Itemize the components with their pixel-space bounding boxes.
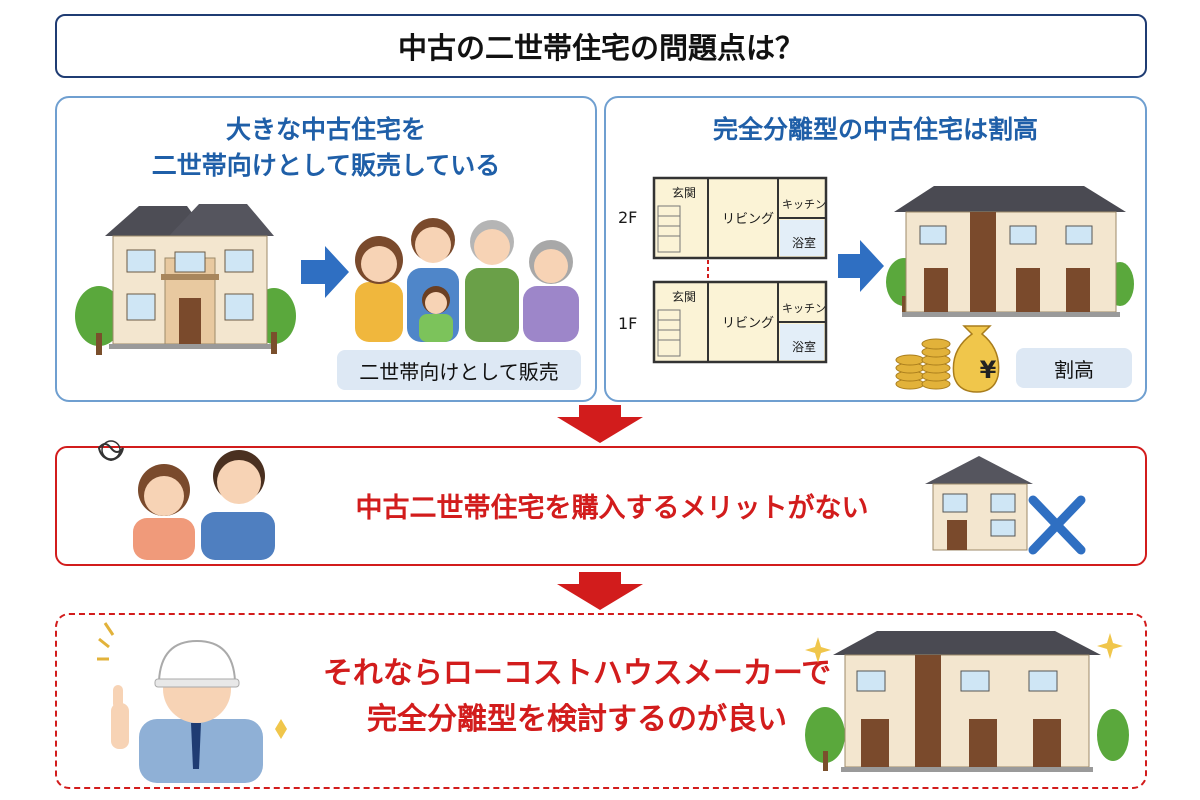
used-house-crossed-illustration xyxy=(925,456,1086,555)
arrow-right-icon xyxy=(301,246,349,298)
arrow-down-icon xyxy=(557,405,643,443)
large-used-house-illustration xyxy=(75,204,296,355)
family-illustration xyxy=(355,218,579,342)
room-label-bath-1f: 浴室 xyxy=(792,340,817,354)
room-label-entrance-2f: 玄関 xyxy=(672,186,697,200)
no-merit-box: 中古二世帯住宅を購入するメリットがない xyxy=(55,440,1147,566)
worried-couple-illustration xyxy=(97,440,275,560)
recommendation-box: それならローコストハウスメーカーで 完全分離型を検討するのが良い xyxy=(55,613,1147,789)
left-panel-title-line1: 大きな中古住宅を xyxy=(225,115,426,144)
page-title: 中古の二世帯住宅の問題点は？ xyxy=(55,14,1147,78)
left-panel-title-line2: 二世帯向けとして販売している xyxy=(151,151,501,180)
new-duplex-house-illustration xyxy=(805,631,1129,772)
right-panel-chip: 割高 xyxy=(1016,348,1132,388)
room-label-living-2f: リビング xyxy=(722,212,775,227)
right-panel-title: 完全分離型の中古住宅は割高 xyxy=(712,115,1038,144)
left-panel: 大きな中古住宅を 二世帯向けとして販売している xyxy=(55,96,597,402)
floor-plan-illustration xyxy=(652,176,828,364)
yen-icon: ¥ xyxy=(979,356,997,384)
room-label-kitchen-2f: キッチン xyxy=(782,198,826,211)
right-panel: 完全分離型の中古住宅は割高 2F 1F 玄関 リビング キッチン 浴室 玄関 リ… xyxy=(604,96,1147,402)
floor-label-1f: 1F xyxy=(618,314,638,333)
recommendation-line2: 完全分離型を検討するのが良い xyxy=(367,702,787,737)
room-label-kitchen-1f: キッチン xyxy=(782,302,826,315)
left-panel-chip: 二世帯向けとして販売 xyxy=(337,350,581,390)
duplex-house-illustration xyxy=(886,186,1134,317)
recommendation-line1: それならローコストハウスメーカーで xyxy=(322,656,832,691)
floor-label-2f: 2F xyxy=(618,208,638,227)
coins-money-bag-icon xyxy=(895,325,1000,393)
room-label-living-1f: リビング xyxy=(722,316,775,331)
room-label-entrance-1f: 玄関 xyxy=(672,290,697,304)
room-label-bath-2f: 浴室 xyxy=(792,236,817,250)
arrow-right-icon xyxy=(838,240,884,292)
construction-worker-illustration xyxy=(97,622,287,783)
arrow-down-icon xyxy=(557,572,643,610)
no-merit-message: 中古二世帯住宅を購入するメリットがない xyxy=(355,493,869,524)
